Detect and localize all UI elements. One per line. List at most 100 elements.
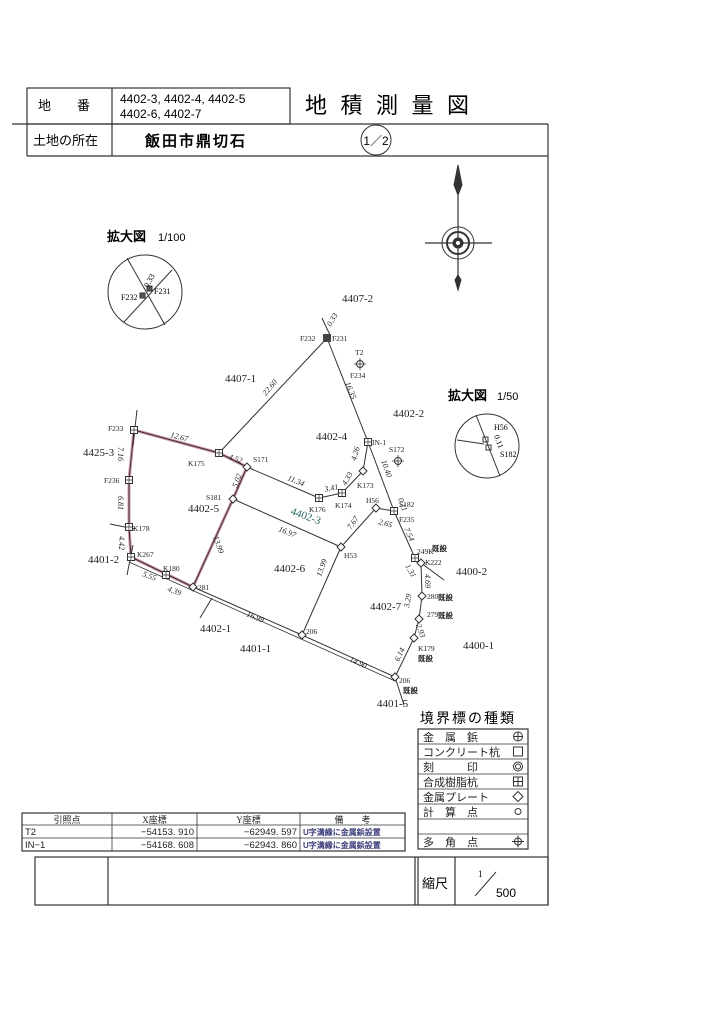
- sheet-number: 1／2: [363, 134, 389, 148]
- legend-item-label: 金 属 鋲: [423, 730, 478, 744]
- reference-point-table: [21, 812, 406, 852]
- point-label: H53: [344, 551, 357, 560]
- distance-label: 4.42: [117, 536, 126, 550]
- distance-label: 5.02: [230, 472, 243, 488]
- inset-1-point: F232: [121, 293, 137, 302]
- point-label: 249K: [417, 547, 434, 556]
- point-label: IN-1: [372, 438, 386, 447]
- distance-label: 10.40: [379, 459, 394, 479]
- distance-label: 4.26: [349, 446, 361, 462]
- distance-label: 13.99: [314, 558, 329, 578]
- lot-label: 地 番: [38, 98, 90, 113]
- table-cell: U字溝縁に金属鋲設置: [303, 827, 381, 837]
- table-header: X座標: [142, 814, 167, 825]
- boundary-line: [301, 634, 396, 678]
- page-title: 地 積 測 量 図: [305, 93, 473, 118]
- resin-stake-marker-icon: [162, 571, 170, 579]
- metal-plate-marker-icon: [297, 630, 307, 640]
- point-label: S182: [399, 500, 415, 509]
- point-label: 281: [198, 583, 210, 592]
- metal-plate-marker-icon: [336, 542, 346, 552]
- resin-stake-marker-icon: [130, 426, 138, 434]
- inset-2-label: 拡大図: [448, 388, 487, 403]
- boundary-line: [340, 507, 377, 548]
- distance-label: 0.11: [396, 497, 409, 513]
- point-label: K267: [137, 550, 154, 559]
- sheet-number-circle: [360, 124, 392, 156]
- scale-label: 縮尺: [422, 876, 448, 891]
- boundary-line: [393, 510, 416, 559]
- boundary-line: [367, 441, 395, 512]
- point-label: 279: [427, 610, 439, 619]
- table-cell: −54153. 910: [141, 827, 194, 838]
- table-cell: −62949. 597: [244, 827, 297, 838]
- distance-label: 6.81: [116, 496, 125, 510]
- north-arrow-icon: [425, 164, 492, 292]
- distance-label: 3.29: [402, 593, 413, 609]
- point-label: F233: [108, 424, 124, 433]
- distance-label: 22.60: [261, 378, 279, 398]
- boundary-line: [321, 317, 331, 336]
- location-label: 土地の所在: [33, 133, 98, 148]
- point-label: F232: [300, 334, 316, 343]
- inset-1-scale: 1/100: [158, 232, 186, 244]
- distance-label: 7.16: [116, 447, 125, 461]
- parcel-label: 4401-2: [88, 554, 119, 566]
- traverse-point-icon: [354, 358, 366, 370]
- table-border: [21, 812, 406, 852]
- legend-item-label: 合成樹脂杭: [423, 775, 478, 789]
- resin-stake-marker-icon: [125, 476, 133, 484]
- boundary-line: [246, 466, 320, 499]
- boundary-line: [128, 526, 132, 558]
- legend: [417, 728, 529, 850]
- parcel-label: 4402-2: [393, 408, 424, 420]
- inset-1-circle: [107, 254, 183, 330]
- boundary-line: [128, 429, 135, 481]
- point-label: 206: [306, 627, 318, 636]
- existing-mark-label: 既設: [403, 685, 418, 695]
- lot-numbers-line1: 4402-3, 4402-4, 4402-5: [120, 92, 246, 106]
- road-edge-line: [128, 561, 396, 682]
- double-circle-icon: [513, 761, 523, 772]
- square-icon: [513, 746, 523, 757]
- existing-mark-label: 既設: [432, 543, 447, 553]
- point-label: K179: [418, 644, 435, 653]
- distance-label: 4.69: [423, 574, 432, 588]
- table-cell: IN−1: [25, 840, 45, 851]
- boundary-line: [192, 498, 234, 588]
- parcel-label: 4400-1: [463, 640, 494, 652]
- point-label: K175: [188, 459, 205, 468]
- metal-marker-icon: [323, 334, 331, 342]
- legend-item-label: 刻 印: [423, 760, 478, 774]
- existing-mark-label: 既設: [438, 592, 453, 602]
- small-circle-icon: [514, 808, 522, 815]
- square-grid-icon: [513, 777, 523, 786]
- distance-label: 0.33: [325, 311, 340, 328]
- distance-label: 6.14: [393, 646, 407, 662]
- inset-1-point: F231: [154, 287, 170, 296]
- header: [12, 87, 549, 905]
- distance-label: 2.65: [377, 517, 393, 529]
- footer-box: [34, 856, 549, 906]
- parcel-label: 4402-6: [274, 563, 306, 575]
- parcel-label: 4407-1: [225, 373, 256, 385]
- point-label: H56: [366, 496, 379, 505]
- metal-plate-marker-icon: [358, 466, 368, 476]
- existing-mark-label: 既設: [418, 653, 433, 663]
- resin-stake-marker-icon: [411, 554, 419, 562]
- parcel-label: 4425-3: [83, 447, 115, 459]
- double-circle-icon: [515, 763, 521, 770]
- table-cell: U字溝縁に金属鋲設置: [303, 840, 381, 850]
- point-label: K222: [425, 558, 442, 567]
- resin-stake-marker-icon: [390, 507, 398, 515]
- boundary-line: [326, 337, 369, 443]
- inset-2-point: S182: [500, 450, 516, 459]
- table-header: 備 考: [334, 814, 370, 825]
- location-value: 飯田市鼎切石: [144, 132, 247, 150]
- distance-label: 16.35: [343, 380, 358, 400]
- boundary-line: [362, 441, 369, 472]
- metal-plate-marker-icon: [188, 582, 198, 592]
- metal-plate-marker-icon: [242, 462, 252, 472]
